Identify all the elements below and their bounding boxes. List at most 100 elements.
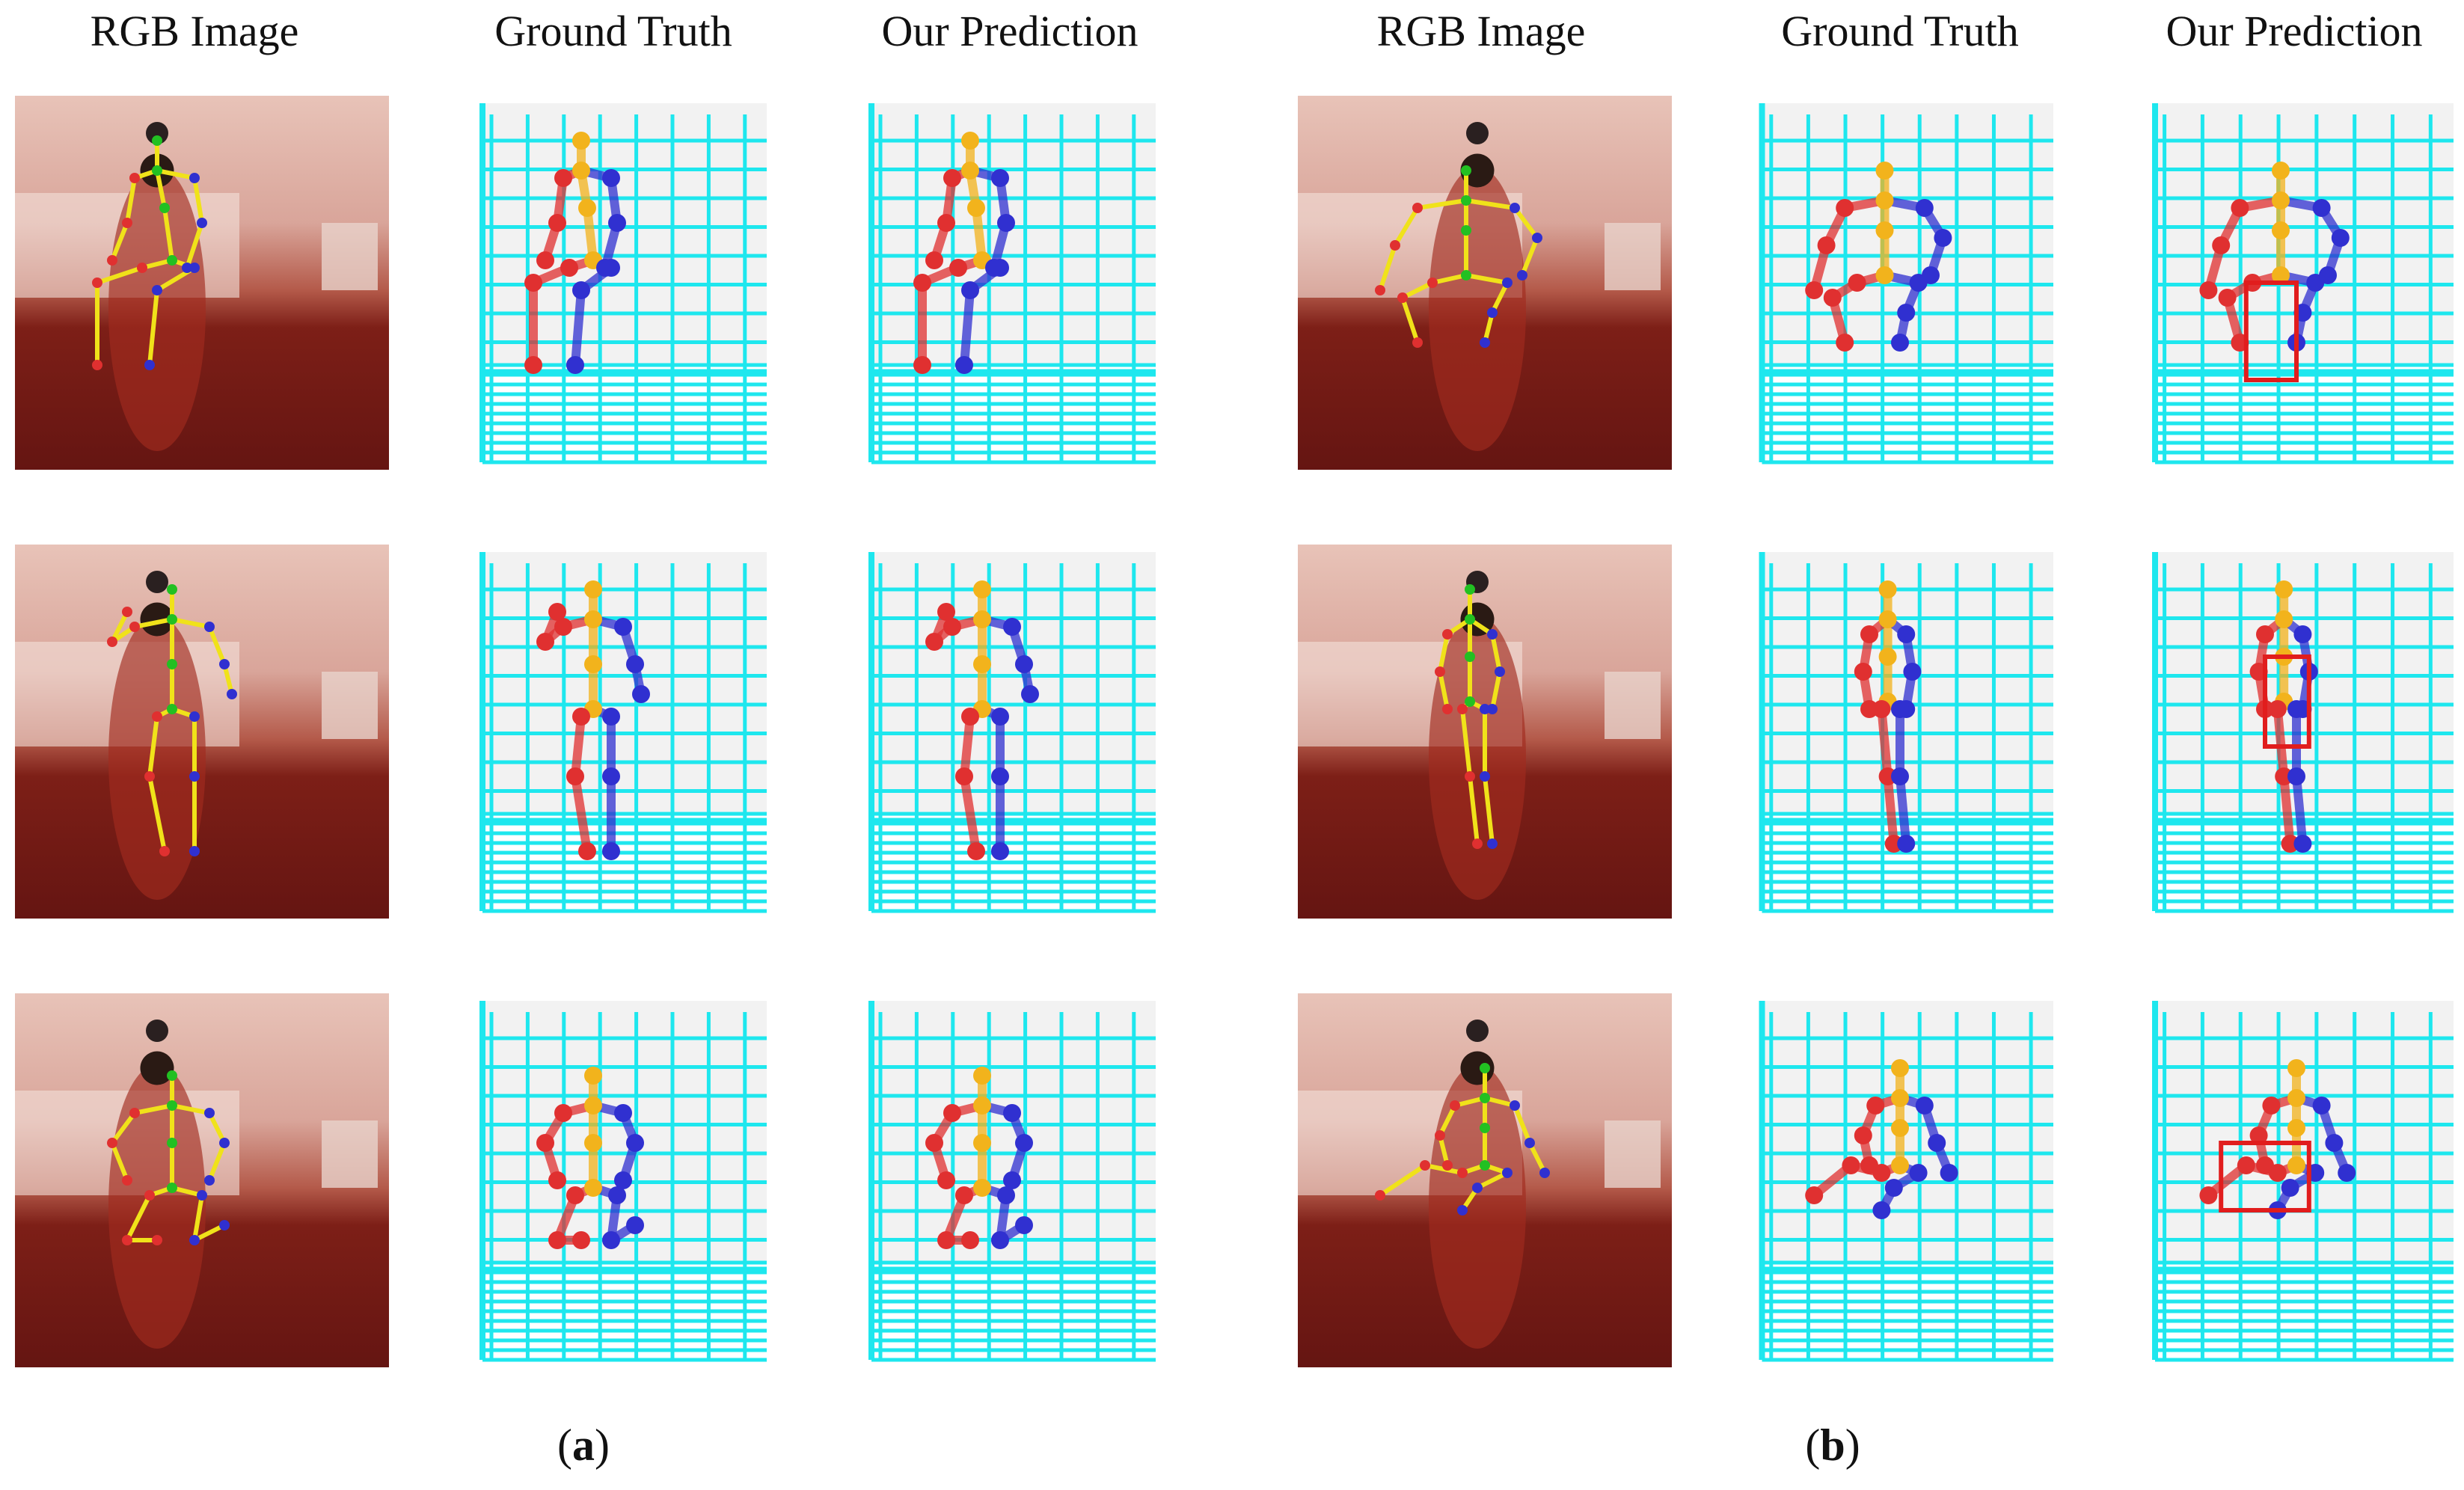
photo-a-sit-skeleton xyxy=(92,135,207,370)
photo-b-sit-bone xyxy=(1415,198,1468,210)
photo-b-stand-bone xyxy=(1438,632,1450,674)
pred-a-stand-joint xyxy=(973,655,991,673)
photo-b-stand-joint xyxy=(1495,666,1505,677)
gt-b-sit-joint xyxy=(1897,304,1916,322)
photo-b-sit-joint xyxy=(1487,307,1498,318)
photo-a-sit-joint xyxy=(92,360,102,370)
gt-b-kneel-joint xyxy=(1928,1134,1946,1152)
photo-a-sit-joint xyxy=(137,263,147,273)
photo-b-sit-bone xyxy=(1393,206,1420,248)
photo-b-stand-joint xyxy=(1480,704,1490,714)
gt-b-kneel-joint xyxy=(1891,1119,1909,1137)
photo-a-sit-bone xyxy=(185,221,204,270)
pred-a-kneel-joint xyxy=(937,1171,955,1189)
photo-b-kneel-skeleton xyxy=(1375,1063,1550,1215)
photo-a-stand-bone xyxy=(147,714,159,779)
pred-a-sit-joint xyxy=(991,169,1009,187)
gt-b-kneel-joint xyxy=(1872,1164,1891,1182)
pred-b-sit-joint xyxy=(2331,229,2350,247)
pred-b-stand-bone xyxy=(2273,705,2289,781)
photo-a-stand-joint xyxy=(167,614,177,625)
photo-b-sit-bone xyxy=(1513,206,1539,240)
photo-a-sit-bone xyxy=(162,206,174,263)
gt-b-stand-joint xyxy=(1878,648,1897,666)
photo-a-sit-camera xyxy=(146,122,168,144)
photo-b-stand-joint xyxy=(1435,666,1445,677)
gt-b-kneel-joint xyxy=(1805,1186,1824,1204)
pred-b-kneel-joint xyxy=(2338,1164,2356,1182)
gt-b-sit-joint xyxy=(1823,289,1842,307)
photo-a-sit-joint xyxy=(122,218,132,228)
gt-b-sit-joint xyxy=(1875,266,1894,284)
gt-b-kneel-joint xyxy=(1866,1097,1885,1115)
pred-a-sit-joint xyxy=(997,214,1015,232)
pred-b-kneel-joint xyxy=(2287,1119,2305,1137)
photo-a-kneel-joint xyxy=(107,1138,117,1148)
pred-a-sit-joint xyxy=(943,169,961,187)
highlight-box-b-kneel xyxy=(2219,1141,2311,1212)
pred-a-sit-joint xyxy=(991,259,1009,277)
header-b-ground-truth: Ground Truth xyxy=(1781,7,2019,55)
photo-a-stand-bone xyxy=(147,774,167,853)
gt-a-stand-skeleton xyxy=(536,580,650,860)
photo-b-kneel-radiator xyxy=(1605,1120,1661,1188)
gt-a-sit-joint xyxy=(572,281,590,299)
photo-a-stand-joint xyxy=(204,622,215,632)
pred-b-stand-joint xyxy=(2275,767,2293,785)
photo-b-kneel-joint xyxy=(1375,1190,1385,1201)
gt-b-kneel-joint xyxy=(1872,1201,1891,1219)
photo-b-kneel-joint xyxy=(1480,1123,1490,1133)
ground-truth-a-stand xyxy=(468,545,767,919)
photo-a-kneel-bone xyxy=(192,1223,227,1242)
pred-b-stand-joint xyxy=(2268,700,2287,718)
photo-b-kneel-bone xyxy=(1475,1171,1510,1190)
header-b-rgb: RGB Image xyxy=(1376,7,1586,55)
gt-a-sit-joint xyxy=(566,356,584,374)
gt-a-sit-joint xyxy=(572,162,590,180)
pred-b-kneel-grid xyxy=(2152,1001,2454,1362)
pred-b-kneel-joint xyxy=(2262,1097,2281,1115)
pred-b-stand-bone xyxy=(2279,772,2295,848)
photo-b-sit-joint xyxy=(1412,203,1423,213)
gt-b-kneel-skeleton xyxy=(1805,1059,1958,1219)
gt-a-kneel-joint xyxy=(584,1097,602,1115)
gt-a-kneel-joint xyxy=(548,1231,566,1249)
pred-a-sit-joint xyxy=(937,214,955,232)
photo-a-kneel-person xyxy=(108,1064,206,1349)
photo-b-sit-joint xyxy=(1412,337,1423,348)
gt-b-stand-joint xyxy=(1860,700,1878,718)
gt-b-sit-skeleton xyxy=(1805,162,1952,352)
highlight-box-b-stand xyxy=(2263,654,2311,749)
pred-a-kneel-joint xyxy=(991,1231,1009,1249)
photo-a-stand-joint xyxy=(152,711,162,722)
gt-b-stand-joint xyxy=(1854,663,1872,681)
pred-a-kneel-joint xyxy=(955,1186,973,1204)
photo-b-stand-bone xyxy=(1468,774,1480,846)
photo-b-sit-bone xyxy=(1464,198,1517,210)
subfigure-label-b: (b) xyxy=(1805,1420,1860,1470)
gt-a-kneel-joint xyxy=(584,1179,602,1197)
gt-a-kneel-joint xyxy=(548,1171,566,1189)
pred-a-stand-joint xyxy=(991,842,1009,860)
gt-a-stand-joint xyxy=(602,767,620,785)
gt-a-kneel-joint xyxy=(626,1134,644,1152)
photo-b-stand-skeleton xyxy=(1435,584,1505,849)
photo-b-stand-joint xyxy=(1487,704,1498,714)
pred-a-stand-joint xyxy=(937,603,955,621)
photo-b-stand-joint xyxy=(1480,771,1490,782)
photo-a-sit-joint xyxy=(189,263,200,273)
pred-b-stand-joint xyxy=(2256,625,2274,643)
header-a-ground-truth: Ground Truth xyxy=(494,7,732,55)
photo-b-kneel-joint xyxy=(1435,1130,1445,1141)
gt-a-sit-bone xyxy=(571,286,586,370)
pred-b-sit-joint xyxy=(2306,274,2325,292)
photo-b-sit-joint xyxy=(1532,233,1542,243)
pred-a-stand-joint xyxy=(967,842,985,860)
photo-a-kneel-joint xyxy=(167,1138,177,1148)
photo-b-sit-skeleton xyxy=(1375,165,1542,348)
gt-a-sit-joint xyxy=(560,259,578,277)
gt-b-kneel-joint xyxy=(1854,1126,1872,1144)
gt-a-sit-joint xyxy=(578,199,596,217)
photo-b-sit-joint xyxy=(1461,225,1471,236)
photo-a-stand-joint xyxy=(129,622,140,632)
